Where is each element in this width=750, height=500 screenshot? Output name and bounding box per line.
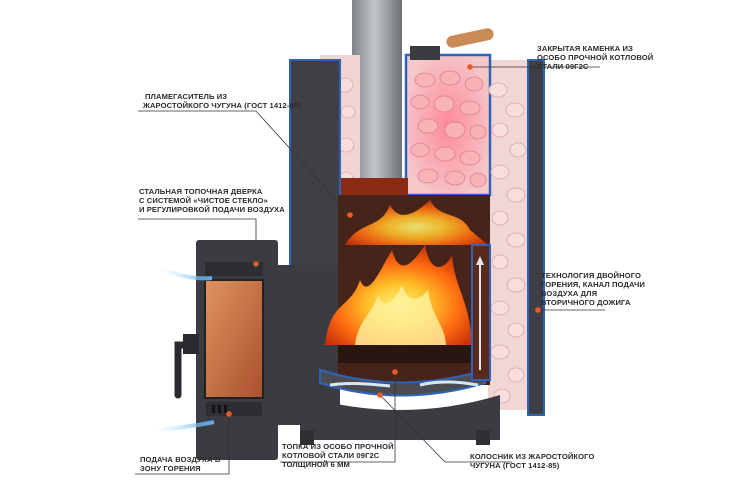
door-handle xyxy=(174,341,189,399)
upper-flames xyxy=(345,200,488,245)
marker-dots xyxy=(226,64,541,417)
lid-hinge xyxy=(410,46,440,60)
ash-chamber xyxy=(300,395,500,440)
secondary-air-arrowhead xyxy=(476,256,484,265)
leg-left xyxy=(300,430,314,445)
callout-air-supply: ПОДАЧА ВОЗДУХА В ЗОНУ ГОРЕНИЯ xyxy=(140,455,220,473)
door-top-vent xyxy=(205,262,263,276)
callout-line: ВОЗДУХА ДЛЯ xyxy=(541,289,598,298)
chimney-pipe xyxy=(352,0,402,180)
callout-line: ЗОНУ ГОРЕНИЯ xyxy=(140,464,201,473)
callout-line: СТАЛИ 09Г2С xyxy=(537,62,589,71)
door-glass xyxy=(204,279,264,399)
logs xyxy=(338,345,478,363)
callout-line: СТАЛЬНАЯ ТОПОЧНАЯ ДВЕРКА xyxy=(139,187,263,196)
callout-line: ПОДАЧА ВОЗДУХА В xyxy=(140,455,221,464)
callout-line: ЗАКРЫТАЯ КАМЕНКА ИЗ xyxy=(537,44,633,53)
callout-line: КОЛОСНИК ИЗ ЖАРОСТОЙКОГО xyxy=(470,452,595,461)
grate-plate xyxy=(319,368,486,397)
callout-line: ОСОБО ПРОЧНОЙ КОТЛОВОЙ xyxy=(537,53,654,62)
air-flow-arrows xyxy=(154,268,479,432)
callout-line: С СИСТЕМОЙ «ЧИСТОЕ СТЕКЛО» xyxy=(139,196,268,205)
outer-casing-right xyxy=(527,59,545,416)
firebox-front-wall xyxy=(289,59,341,271)
callout-line: ПЛАМЕГАСИТЕЛЬ ИЗ xyxy=(145,92,228,101)
callout-line: ГОРЕНИЯ, КАНАЛ ПОДАЧИ xyxy=(541,280,645,289)
lid-handle xyxy=(446,28,494,48)
callout-line: ВТОРИЧНОГО ДОЖИГА xyxy=(541,298,631,307)
callout-line: ТОЛЩИНОЙ 6 ММ xyxy=(282,460,350,469)
damper-gap xyxy=(340,178,408,198)
hot-stones-texture xyxy=(410,70,487,188)
door-handle-mount xyxy=(183,334,199,354)
callout-grate: КОЛОСНИК ИЗ ЖАРОСТОЙКОГО ЧУГУНА (ГОСТ 14… xyxy=(470,452,594,470)
callout-line: И РЕГУЛИРОВКОЙ ПОДАЧИ ВОЗДУХА xyxy=(139,205,285,214)
callout-closed-stones: ЗАКРЫТАЯ КАМЕНКА ИЗ ОСОБО ПРОЧНОЙ КОТЛОВ… xyxy=(537,44,653,71)
callout-line: ЖАРОСТОЙКОГО ЧУГУНА (ГОСТ 1412-85) xyxy=(143,101,301,110)
callout-double-burning: ТЕХНОЛОГИЯ ДВОЙНОГО ГОРЕНИЯ, КАНАЛ ПОДАЧ… xyxy=(541,271,645,307)
flame-core xyxy=(355,285,446,345)
leg-right xyxy=(476,430,490,445)
callout-firebox-steel: ТОПКА ИЗ ОСОБО ПРОЧНОЙ КОТЛОВОЙ СТАЛИ 09… xyxy=(282,442,394,469)
callout-line: КОТЛОВОЙ СТАЛИ 09Г2С xyxy=(282,451,380,460)
callout-line: ЧУГУНА (ГОСТ 1412-85) xyxy=(470,461,560,470)
leader-lines xyxy=(135,66,605,475)
callout-line: ТОПКА ИЗ ОСОБО ПРОЧНОЙ xyxy=(282,442,394,451)
callout-firebox-door: СТАЛЬНАЯ ТОПОЧНАЯ ДВЕРКА С СИСТЕМОЙ «ЧИС… xyxy=(139,187,285,214)
callout-flame-damper: ПЛАМЕГАСИТЕЛЬ ИЗ ЖАРОСТОЙКОГО ЧУГУНА (ГО… xyxy=(143,92,301,110)
callout-line: ТЕХНОЛОГИЯ ДВОЙНОГО xyxy=(541,271,642,280)
door-vent-slots xyxy=(212,405,227,413)
